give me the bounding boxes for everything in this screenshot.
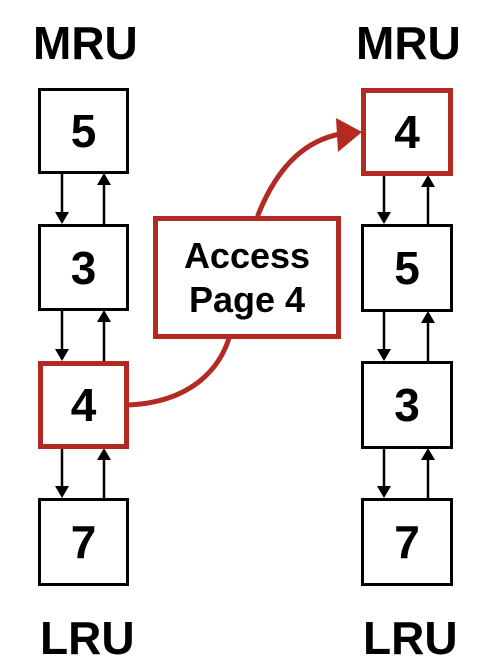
right-page-node: 7 <box>361 498 453 586</box>
right-page-node-accessed: 4 <box>361 88 453 176</box>
left-list-connectors <box>55 173 111 498</box>
right-list-connectors <box>377 175 435 498</box>
left-page-node: 3 <box>38 224 129 311</box>
left-page-node-accessed: 4 <box>38 361 129 449</box>
left-lru-label: LRU <box>40 612 135 664</box>
access-callout: Access Page 4 <box>153 216 341 339</box>
callout-line-1: Access <box>183 234 311 276</box>
left-page-node: 7 <box>38 498 129 586</box>
right-page-node: 3 <box>361 361 453 449</box>
right-lru-label: LRU <box>363 612 458 664</box>
right-page-node: 5 <box>361 224 453 312</box>
left-mru-label: MRU <box>33 17 138 69</box>
callout-line-2: Page 4 <box>188 278 306 320</box>
access-arrow <box>126 118 362 408</box>
right-mru-label: MRU <box>356 17 461 69</box>
left-page-node: 5 <box>38 88 129 174</box>
